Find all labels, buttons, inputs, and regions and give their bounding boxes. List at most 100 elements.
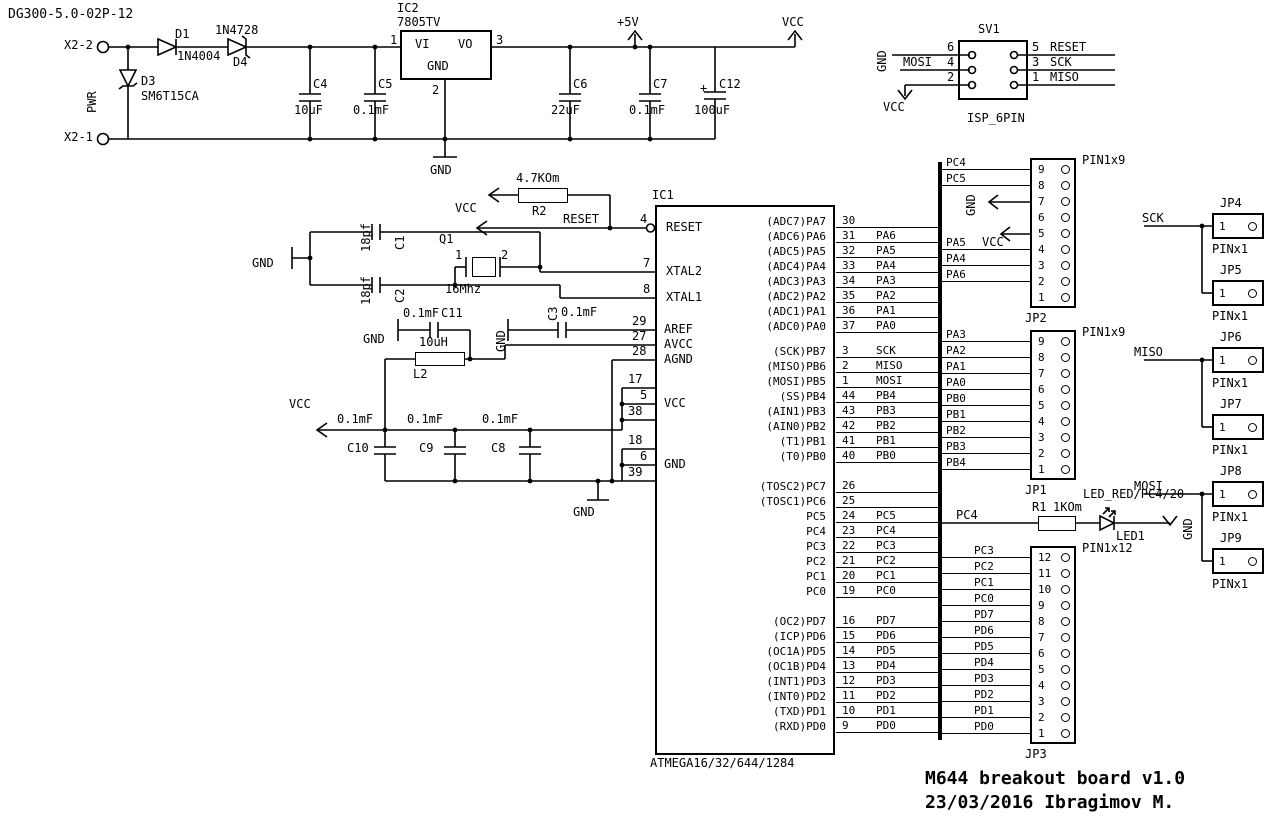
ic1-porta-pin-names: (ADC7)PA7(ADC6)PA6(ADC5)PA5(ADC4)PA4(ADC… xyxy=(698,213,830,333)
led1-symbol xyxy=(1099,514,1116,532)
ic2-value: 7805TV xyxy=(397,15,441,29)
r2-ref: R2 xyxy=(532,204,547,218)
connector-pin-row: 9 xyxy=(1032,597,1074,613)
pin-number: 23 xyxy=(842,524,856,537)
pin-pad xyxy=(1061,600,1070,610)
r1-ref: R1 xyxy=(1032,500,1047,514)
c12-plus: + xyxy=(700,81,708,95)
header-ref: JP7 xyxy=(1220,397,1242,411)
net-row: PB4 xyxy=(940,454,1030,470)
isp-miso-label: MISO xyxy=(1050,70,1079,84)
pin-pad xyxy=(1061,352,1070,362)
ic2-ref: IC2 xyxy=(397,1,419,15)
jp2-type: PIN1x9 xyxy=(1082,153,1126,167)
q1-crystal-body xyxy=(472,257,496,277)
pin-number: 5 xyxy=(1038,226,1045,240)
d1-value: 1N4004 xyxy=(177,49,221,63)
c1-value: 18pf xyxy=(359,223,373,252)
pin-number: 12 xyxy=(842,674,856,687)
isp-pin4-number: 4 xyxy=(947,55,955,69)
ic1-pin-name: (OC2)PD7 xyxy=(773,615,826,628)
pin-number: 43 xyxy=(842,404,856,417)
pin-pad xyxy=(1061,164,1070,174)
ic1-pin-name: (OC1A)PD5 xyxy=(766,645,826,658)
net-row: PA4 xyxy=(940,250,1030,266)
led-gnd-label: GND xyxy=(1181,518,1195,540)
ic1-pin-name: (MOSI)PB5 xyxy=(766,375,826,388)
header-type: PINx1 xyxy=(1212,376,1249,390)
net-label: PD2 xyxy=(876,689,896,702)
ic1-pin-name: (SS)PB4 xyxy=(779,390,826,403)
pin-number: 1 xyxy=(1219,353,1226,367)
ic1-pin-name: (INT1)PD3 xyxy=(766,675,826,688)
net-label: PB1 xyxy=(946,408,966,421)
net-label: PD4 xyxy=(974,656,994,669)
net-label: PD6 xyxy=(974,624,994,637)
header-type: PINx1 xyxy=(1212,242,1249,256)
pin-pad xyxy=(1061,400,1070,410)
header-type: PINx1 xyxy=(1212,510,1249,524)
net-row: PC2 xyxy=(940,558,1030,574)
c11-value: 0.1mF xyxy=(403,306,440,320)
ic2-pin-gnd: GND xyxy=(427,59,449,73)
c4-ref: C4 xyxy=(313,77,328,91)
pin-number: 4 xyxy=(1038,678,1045,692)
pin-number: 1 xyxy=(1219,219,1226,233)
net-label: PD6 xyxy=(876,629,896,642)
isp-pin3-number: 3 xyxy=(1032,55,1040,69)
connector-pin-row: 4 xyxy=(1032,677,1074,693)
c3-value: 0.1mF xyxy=(561,305,598,319)
net-label: PB0 xyxy=(876,449,896,462)
net-row: PD6 xyxy=(940,622,1030,638)
c6-value: 22uF xyxy=(551,103,580,117)
pwr-label: PWR xyxy=(85,91,99,113)
ic1-pin-name: (T1)PB1 xyxy=(779,435,826,448)
net-label: PC4 xyxy=(876,524,896,537)
gnd-label-c11: GND xyxy=(363,332,385,346)
ic1-pin-avcc: AVCC xyxy=(664,337,693,351)
net-label: PC0 xyxy=(974,592,994,605)
pin-number: 21 xyxy=(842,554,856,567)
isp-pin5-number: 5 xyxy=(1032,40,1040,54)
gnd-label-aref: GND xyxy=(494,330,508,352)
pin-pad xyxy=(1061,616,1070,626)
header-type: PINx1 xyxy=(1212,577,1249,591)
gnd-label-xtal: GND xyxy=(252,256,274,270)
pin-number: 37 xyxy=(842,319,856,332)
pin-number: 11 xyxy=(1038,566,1052,580)
net-label: PB4 xyxy=(876,389,896,402)
net-row: PB3 xyxy=(940,438,1030,454)
net-label: PA2 xyxy=(876,289,896,302)
pin-number: 17 xyxy=(628,372,643,386)
jp2-gnd-arrow xyxy=(987,194,999,210)
reset-pin-bubble xyxy=(645,223,656,233)
single-pin-header: JP4 1 PINx1 xyxy=(1210,196,1270,263)
reset-net-label: RESET xyxy=(563,212,600,226)
net-label: PD5 xyxy=(974,640,994,653)
jp3-type: PIN1x12 xyxy=(1082,541,1133,555)
connector-pin-row: 4 xyxy=(1032,413,1074,429)
q1-pin1-number: 1 xyxy=(455,248,463,262)
decoupling-wires xyxy=(315,387,655,501)
pin-number: 4 xyxy=(1038,414,1045,428)
pin-number: 9 xyxy=(1038,162,1045,176)
pin-number: 29 xyxy=(632,314,647,328)
ic2-pin2-number: 2 xyxy=(432,83,440,97)
connector-pin-row: 7 xyxy=(1032,365,1074,381)
pin-number: 24 xyxy=(842,509,856,522)
header-type: PINx1 xyxy=(1212,443,1249,457)
ic1-pin-name: (T0)PB0 xyxy=(779,450,826,463)
net-label: PA1 xyxy=(946,360,966,373)
ic1-pin-reset: RESET xyxy=(666,220,703,234)
net-label: PA5 xyxy=(876,244,896,257)
net-row: PC4 xyxy=(940,154,1030,170)
pin-pad xyxy=(1248,288,1257,298)
net-row: PC3 xyxy=(940,542,1030,558)
c4-value: 10uF xyxy=(294,103,323,117)
